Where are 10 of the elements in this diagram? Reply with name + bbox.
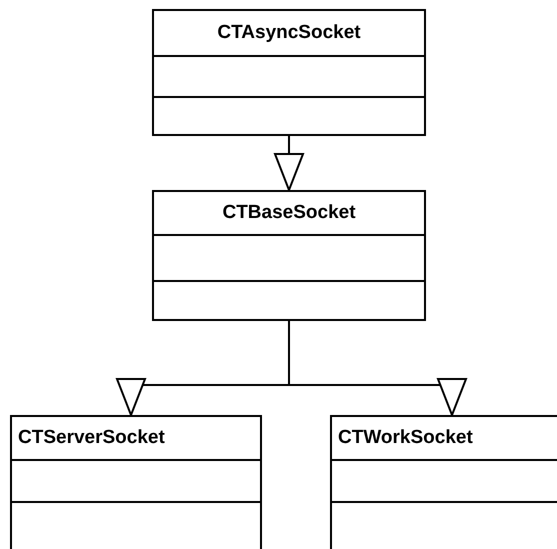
class-box	[152, 190, 426, 321]
class-name: CTBaseSocket	[222, 202, 356, 224]
class-name: CTWorkSocket	[338, 427, 473, 449]
inheritance-arrow	[274, 136, 304, 191]
class-name: CTAsyncSocket	[217, 22, 361, 44]
class-box	[152, 9, 426, 136]
class-box	[10, 415, 262, 549]
class-box	[330, 415, 557, 549]
inheritance-arrow	[288, 321, 467, 416]
class-name: CTServerSocket	[18, 427, 165, 449]
